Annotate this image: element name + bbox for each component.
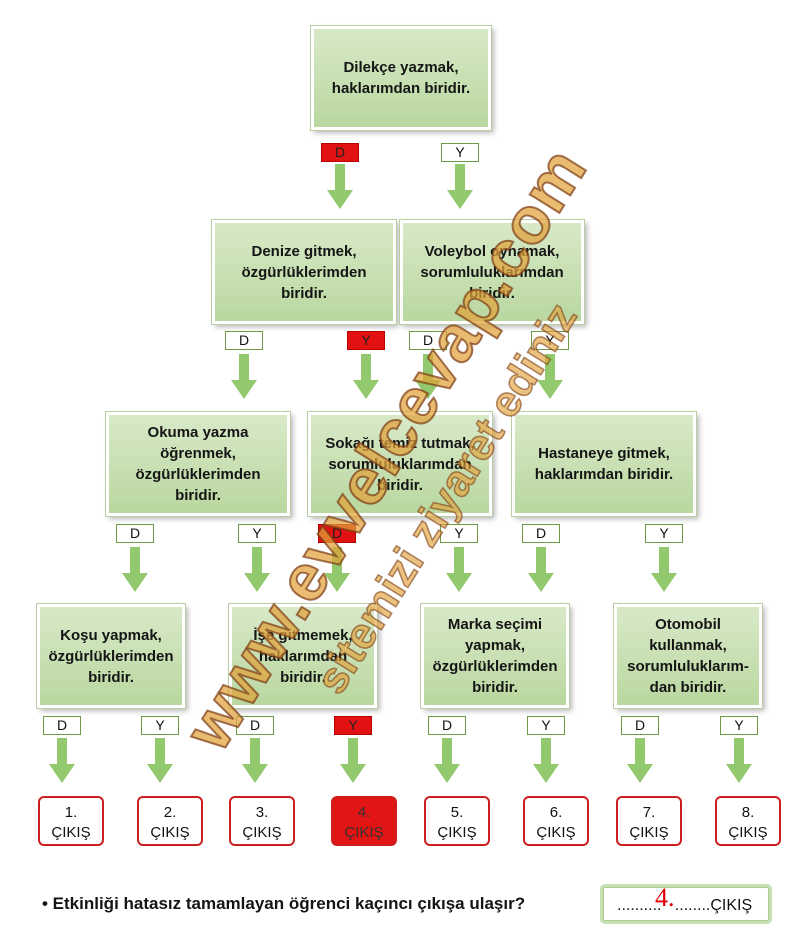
label-d-selected: D: [321, 143, 359, 162]
arrow-down-icon: [447, 164, 473, 209]
arrow-down-icon: [242, 738, 268, 783]
label-y: Y: [441, 143, 479, 162]
label-d: D: [428, 716, 466, 735]
answer-value: 4.: [655, 883, 675, 912]
arrow-down-icon: [231, 354, 257, 399]
label-y: Y: [720, 716, 758, 735]
arrow-down-icon: [147, 738, 173, 783]
label-y: Y: [440, 524, 478, 543]
exit-box-4-selected: 4.ÇIKIŞ: [331, 796, 397, 846]
arrow-down-icon: [353, 354, 379, 399]
decision-box-l4-2: İşe gitmemek, haklarımdan biridir.: [228, 603, 378, 709]
exit-box-8: 8.ÇIKIŞ: [715, 796, 781, 846]
decision-box-l4-4: Otomobil kullanmak, sorumluluklarım-dan …: [613, 603, 763, 709]
arrow-down-icon: [327, 164, 353, 209]
label-y-selected: Y: [334, 716, 372, 735]
arrow-down-icon: [244, 547, 270, 592]
label-y: Y: [527, 716, 565, 735]
arrow-down-icon: [446, 547, 472, 592]
answer-field: ..........4.........ÇIKIŞ 4.: [600, 883, 772, 924]
arrow-down-icon: [537, 354, 563, 399]
exit-box-1: 1.ÇIKIŞ: [38, 796, 104, 846]
label-y: Y: [141, 716, 179, 735]
label-d: D: [621, 716, 659, 735]
arrow-down-icon: [528, 547, 554, 592]
arrow-down-icon: [651, 547, 677, 592]
arrow-down-icon: [533, 738, 559, 783]
label-d: D: [236, 716, 274, 735]
label-y: Y: [531, 331, 569, 350]
decision-box-l3-left: Okuma yazma öğrenmek, özgürlüklerimden b…: [105, 411, 291, 517]
arrow-down-icon: [122, 547, 148, 592]
label-d-selected: D: [318, 524, 356, 543]
decision-box-l3-mid: Sokağı temiz tutmak, sorumluluklarımdan …: [307, 411, 493, 517]
label-d: D: [409, 331, 447, 350]
decision-box-l4-3: Marka seçimi yapmak, özgürlüklerimden bi…: [420, 603, 570, 709]
decision-box-l2-right: Voleybol oynamak, sorumluluklarımdan bir…: [399, 219, 585, 325]
exit-box-2: 2.ÇIKIŞ: [137, 796, 203, 846]
label-d: D: [225, 331, 263, 350]
arrow-down-icon: [726, 738, 752, 783]
decision-box-l3-right: Hastaneye gitmek, haklarımdan biridir.: [511, 411, 697, 517]
arrow-down-icon: [324, 547, 350, 592]
arrow-down-icon: [415, 354, 441, 399]
question-text: • Etkinliği hatasız tamamlayan öğrenci k…: [42, 894, 526, 913]
arrow-down-icon: [434, 738, 460, 783]
arrow-down-icon: [49, 738, 75, 783]
label-d: D: [522, 524, 560, 543]
decision-box-l4-1: Koşu yapmak, özgürlüklerimden biridir.: [36, 603, 186, 709]
exit-box-3: 3.ÇIKIŞ: [229, 796, 295, 846]
arrow-down-icon: [627, 738, 653, 783]
answer-text: ..........4.........ÇIKIŞ: [617, 897, 753, 914]
decision-box-root: Dilekçe yazmak, haklarımdan biridir.: [310, 25, 492, 131]
exit-box-5: 5.ÇIKIŞ: [424, 796, 490, 846]
decision-box-l2-left: Denize gitmek, özgürlüklerimden biridir.: [211, 219, 397, 325]
label-y: Y: [238, 524, 276, 543]
label-y: Y: [645, 524, 683, 543]
exit-box-6: 6.ÇIKIŞ: [523, 796, 589, 846]
exit-box-7: 7.ÇIKIŞ: [616, 796, 682, 846]
label-d: D: [116, 524, 154, 543]
arrow-down-icon: [340, 738, 366, 783]
label-d: D: [43, 716, 81, 735]
label-y-selected: Y: [347, 331, 385, 350]
